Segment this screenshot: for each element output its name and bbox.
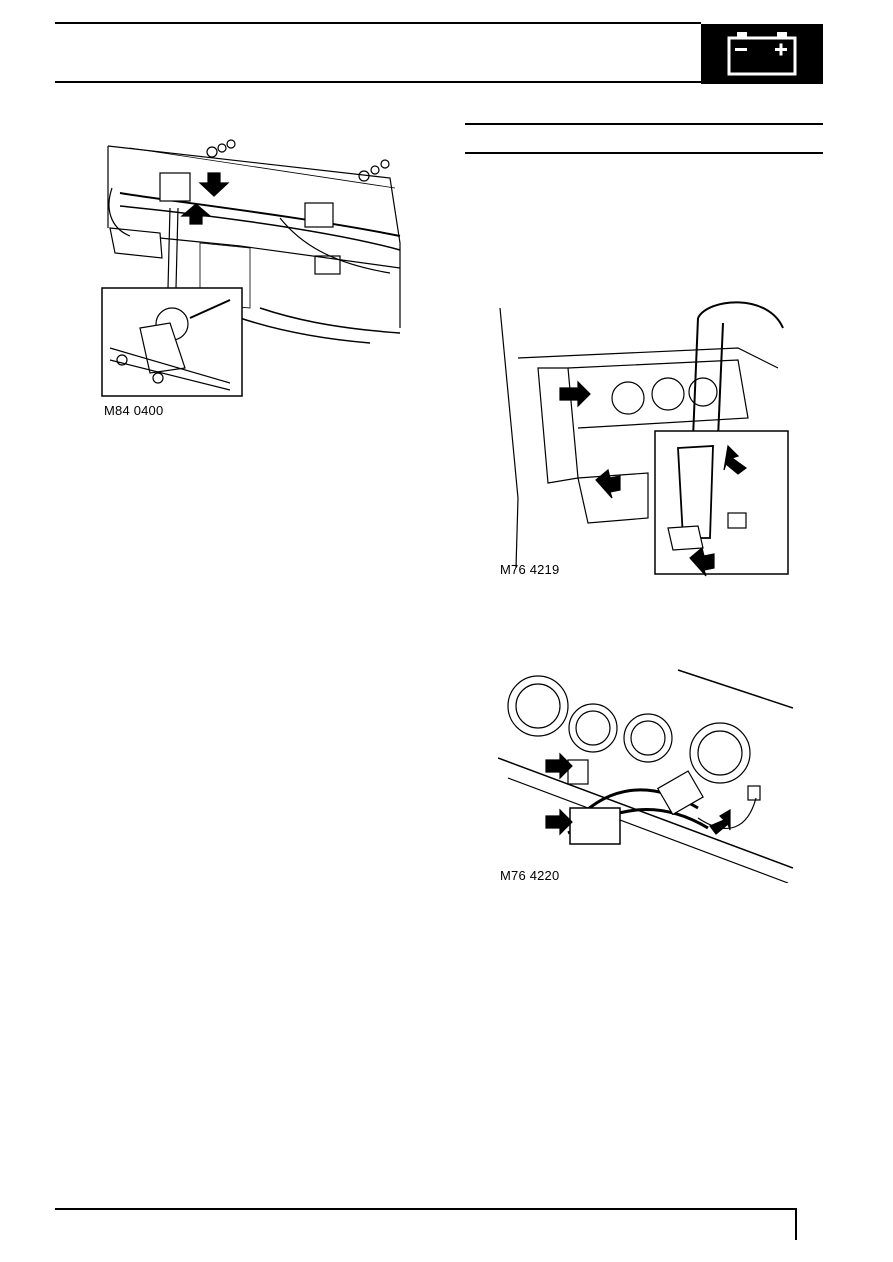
figure-instrument-harness bbox=[498, 668, 793, 883]
section-tab bbox=[701, 24, 823, 84]
section-heading-rule-top bbox=[465, 123, 823, 125]
figure-wiper-drive bbox=[100, 128, 405, 398]
header-bottom-rule bbox=[55, 81, 823, 83]
page-footer bbox=[55, 1208, 797, 1240]
figure-caption: M76 4219 bbox=[500, 562, 560, 577]
figure-caption: M84 0400 bbox=[104, 403, 164, 418]
instrument-harness-illustration bbox=[498, 669, 793, 883]
figure-instrument-panel bbox=[498, 298, 791, 578]
battery-icon bbox=[727, 32, 797, 76]
header-top-rule bbox=[55, 22, 701, 24]
figure-caption: M76 4220 bbox=[500, 868, 560, 883]
wiper-motor-drive-illustration bbox=[101, 139, 401, 397]
instrument-panel-illustration bbox=[499, 301, 789, 577]
section-heading-rule-bottom bbox=[465, 152, 823, 154]
